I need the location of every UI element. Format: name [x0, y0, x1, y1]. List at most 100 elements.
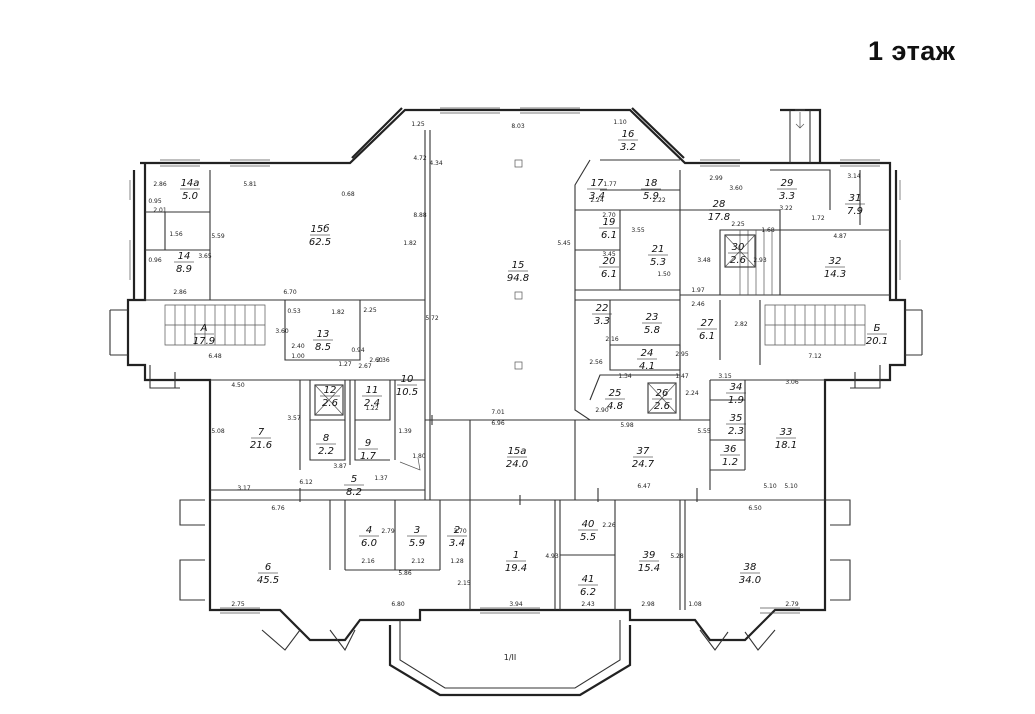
room-area: 2.4: [364, 398, 380, 409]
dimension-label: 3.57: [287, 415, 301, 422]
room-number: 14: [178, 251, 191, 262]
dimension-label: 5.81: [243, 181, 257, 188]
dimension-label: 3.48: [697, 257, 711, 264]
dimension-label: 3.55: [631, 227, 645, 234]
dimension-label: 1.77: [603, 181, 617, 188]
dimension-label: 0.96: [148, 257, 162, 264]
dimension-label: 5.45: [557, 240, 571, 247]
room-area: 3.2: [620, 142, 636, 153]
dimension-label: 1.68: [761, 227, 775, 234]
room-area: 15.4: [638, 563, 660, 574]
dimension-label: 1.28: [450, 558, 464, 565]
dimension-label: 6.48: [208, 353, 222, 360]
room-number: 17: [591, 178, 604, 189]
room-number: 36: [724, 444, 737, 455]
room-area: 14.3: [824, 269, 846, 280]
dimension-label: 2.82: [734, 321, 748, 328]
dimension-label: 8.88: [413, 212, 427, 219]
dimension-label: 5.55: [697, 428, 711, 435]
room-number: 20: [603, 256, 616, 267]
room-number: 40: [582, 519, 595, 530]
dimension-label: 2.16: [361, 558, 375, 565]
dimension-label: 1.80: [412, 453, 426, 460]
room-number: 30: [732, 242, 745, 253]
room-area: 24.7: [632, 459, 655, 470]
room-area: 8.2: [346, 487, 362, 498]
room-number: 7: [258, 427, 265, 438]
room-area: 1.7: [360, 451, 377, 462]
room-area: 62.5: [309, 237, 331, 248]
room-number: 1: [513, 550, 519, 561]
room-area: 5.5: [580, 532, 596, 543]
room-area: 8.9: [176, 264, 192, 275]
dimension-label: 5.10: [763, 483, 777, 490]
dimension-label: 1.27: [338, 361, 352, 368]
room-number: Б: [874, 323, 881, 334]
dimension-label: 8.03: [511, 123, 525, 130]
room-area: 2.3: [728, 426, 744, 437]
room-number: 21: [652, 244, 665, 255]
room-number: 39: [643, 550, 656, 561]
dimension-label: 3.06: [785, 379, 799, 386]
dimension-label: 2.24: [590, 197, 604, 204]
dimension-label: 5.10: [784, 483, 798, 490]
room-number: 29: [781, 178, 794, 189]
dimension-label: 2.46: [691, 301, 705, 308]
room-number: А: [200, 323, 208, 334]
dimension-label: 2.22: [652, 197, 666, 204]
room-number: 11: [366, 385, 379, 396]
room-number: 16: [622, 129, 635, 140]
room-number: 33: [780, 427, 793, 438]
dimension-label: 2.86: [173, 289, 187, 296]
room-area: 5.9: [643, 191, 659, 202]
room-area: 2.6: [730, 255, 746, 266]
dimension-label: 1.82: [331, 309, 345, 316]
dimension-label: 1.47: [675, 373, 689, 380]
room-area: 18.1: [775, 440, 797, 451]
room-area: 5.8: [644, 325, 660, 336]
dimension-label: 3.60: [275, 328, 289, 335]
room-area: 6.0: [361, 538, 377, 549]
dimension-label: 3.65: [198, 253, 212, 260]
dimension-label: 4.50: [231, 382, 245, 389]
dimension-label: 3.15: [718, 373, 732, 380]
room-area: 94.8: [507, 273, 529, 284]
room-number: 26: [656, 388, 669, 399]
room-number: 15а: [508, 446, 527, 457]
room-number: 10: [401, 374, 414, 385]
dimension-label: 2.24: [685, 390, 699, 397]
dimension-label: 6.76: [271, 505, 285, 512]
room-number: 8: [323, 433, 329, 444]
dimension-label: 4.93: [545, 553, 559, 560]
dimension-label: 7.01: [491, 409, 505, 416]
dimension-label: 0.53: [287, 308, 301, 315]
room-number: 3: [414, 525, 420, 536]
dimension-label: 2.36: [376, 357, 390, 364]
outer-walls: [109, 107, 923, 697]
room-area: 2.6: [322, 398, 338, 409]
dimension-label: 2.98: [641, 601, 655, 608]
room-area: 6.1: [601, 269, 617, 280]
room-area: 5.9: [409, 538, 425, 549]
room-area: 17.8: [708, 212, 730, 223]
dimension-label: 5.86: [398, 570, 412, 577]
dimension-label: 2.56: [589, 359, 603, 366]
dimension-label: 1.08: [688, 601, 702, 608]
room-area: 6.2: [580, 587, 596, 598]
room-area: 45.5: [257, 575, 279, 586]
room-number: 25: [609, 388, 622, 399]
dimension-label: 2.25: [363, 307, 377, 314]
dimension-label: 1.39: [398, 428, 412, 435]
dimension-label: 2.67: [358, 363, 372, 370]
dimension-label: 5.98: [620, 422, 634, 429]
room-area: 8.5: [315, 342, 331, 353]
dimension-label: 2.93: [753, 257, 767, 264]
dimension-label: 2.60: [369, 357, 383, 364]
dimension-label: 2.79: [785, 601, 799, 608]
dimension-label: 2.40: [291, 343, 305, 350]
porch-label: 1/II: [504, 653, 517, 662]
room-area: 3.4: [589, 191, 605, 202]
room-area: 6.1: [699, 331, 715, 342]
dimension-label: 5.28: [670, 553, 684, 560]
